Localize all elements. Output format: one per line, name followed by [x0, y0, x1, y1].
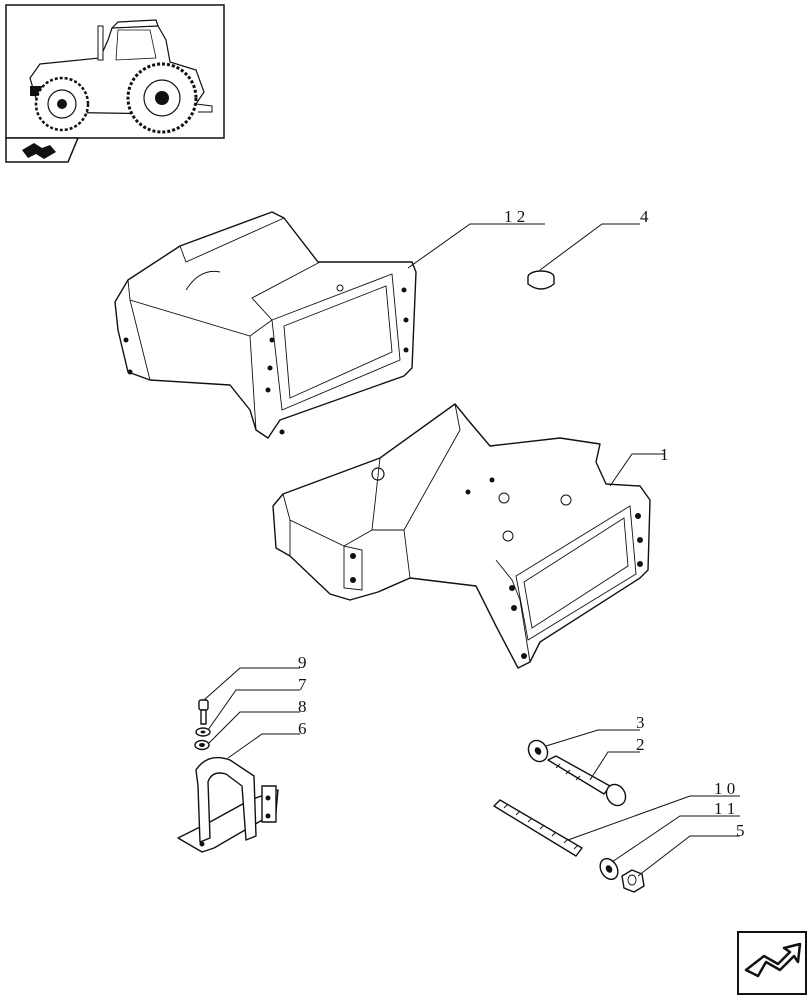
leader-lines	[203, 223, 740, 877]
bolt-part-2	[547, 755, 627, 807]
label-6: 6	[298, 719, 307, 738]
next-page-arrow-icon	[744, 942, 802, 978]
support-casting-part-12	[114, 211, 417, 439]
threaded-rod-part-10	[493, 799, 583, 857]
label-11: 1 1	[714, 799, 735, 818]
label-5: 5	[736, 821, 745, 840]
bracket-part-6	[177, 756, 279, 853]
screw-part-9	[198, 699, 209, 725]
plug-part-4	[527, 270, 555, 290]
page-arrow-small-icon	[22, 143, 56, 159]
tractor-icon	[29, 19, 213, 134]
label-1: 1	[660, 445, 669, 464]
label-4: 4	[640, 207, 649, 226]
washer-part-8	[194, 739, 210, 751]
label-10: 1 0	[714, 779, 735, 798]
label-8: 8	[298, 697, 307, 716]
label-2: 2	[636, 735, 645, 754]
washer-part-3	[527, 739, 549, 763]
label-3: 3	[636, 713, 645, 732]
support-casting-part-1	[272, 403, 651, 669]
washer-part-11	[599, 857, 619, 881]
label-12: 1 2	[504, 207, 525, 226]
tractor-thumbnail	[5, 4, 225, 163]
label-9: 9	[298, 653, 307, 672]
label-7: 7	[298, 675, 307, 694]
washer-part-7	[195, 727, 211, 737]
next-page-button[interactable]	[737, 931, 807, 995]
